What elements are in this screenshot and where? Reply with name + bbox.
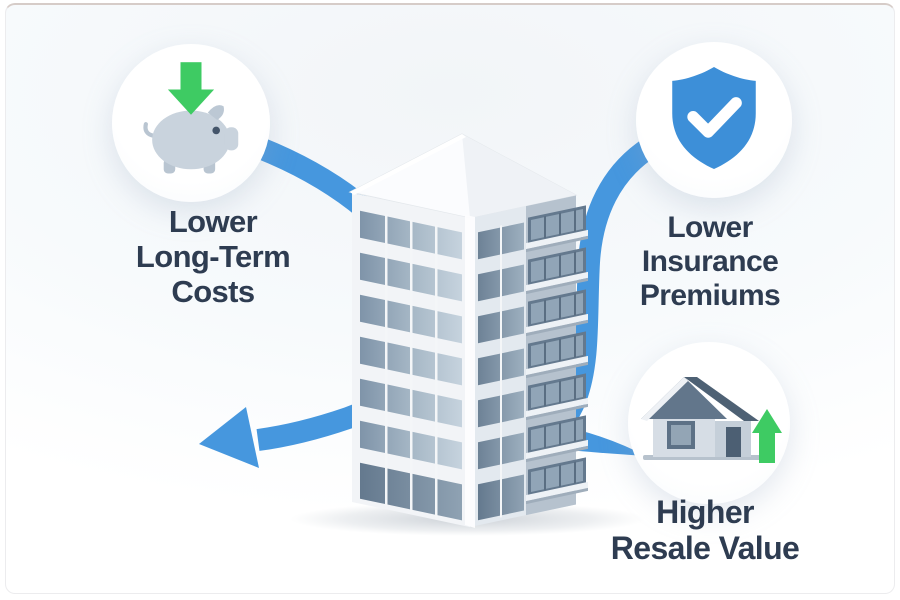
- checkmark-icon: [687, 97, 742, 138]
- benefit-line: Premiums: [639, 279, 781, 312]
- house-badge: [628, 342, 790, 504]
- house-arrow-up-icon: [641, 377, 782, 463]
- benefit-line: Costs: [171, 274, 255, 309]
- building-illustration: [290, 133, 646, 536]
- benefit-line: Long-Term: [135, 239, 291, 274]
- piggy-bank-badge: [112, 44, 270, 202]
- benefit-line: Lower: [168, 204, 258, 239]
- house-icon: [641, 377, 763, 460]
- benefit-label-lower-long-term-costs: Lower Long-Term Costs: [93, 204, 333, 309]
- benefit-line: Insurance: [641, 245, 779, 278]
- shield-badge: [636, 42, 792, 198]
- arrow-up-icon: [752, 409, 782, 463]
- benefit-line: Lower: [667, 211, 753, 244]
- benefit-line: Resale Value: [610, 530, 800, 566]
- piggy-bank-arrow-down-icon: [143, 62, 239, 174]
- benefit-line: Higher: [656, 494, 754, 530]
- benefit-label-lower-insurance-premiums: Lower Insurance Premiums: [590, 211, 830, 313]
- arrow-down-icon: [167, 62, 215, 115]
- piggy-bank-icon: [143, 105, 239, 174]
- shield-check-icon: [672, 66, 756, 170]
- benefit-label-higher-resale-value: Higher Resale Value: [565, 494, 845, 566]
